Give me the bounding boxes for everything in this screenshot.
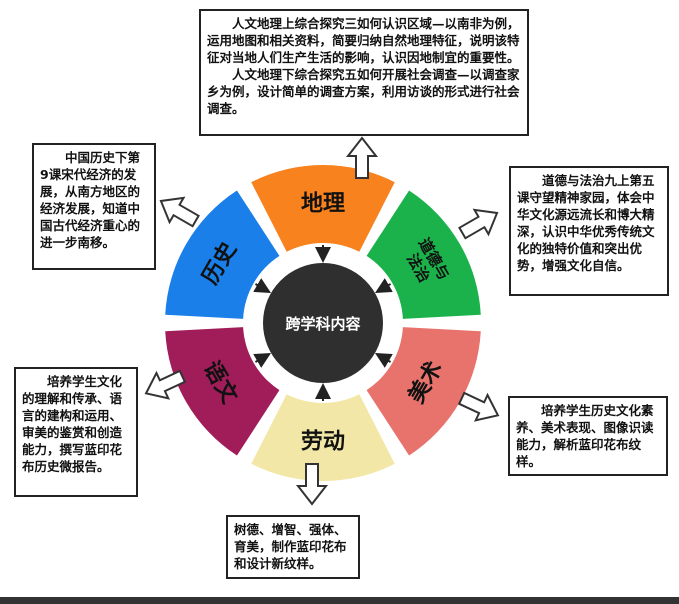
segment-label-geography: 地理 bbox=[301, 192, 345, 217]
labor-text: 树德、增智、强体、育美，制作蓝印花布和设计新纹样。 bbox=[234, 522, 347, 571]
segment-history bbox=[165, 190, 280, 319]
segment-geography bbox=[251, 165, 395, 252]
dashed-arrow-chinese bbox=[253, 353, 272, 368]
outward-arrow-ethics bbox=[458, 208, 499, 240]
outward-arrow-chinese bbox=[144, 369, 187, 400]
dashed-arrow-history bbox=[253, 278, 272, 293]
geography-text-2: 人文地理下综合探究五如何开展社会调查—以调查家乡为例，设计简单的调查方案，利用访… bbox=[207, 67, 520, 116]
segment-labor bbox=[251, 394, 395, 481]
geography-box: 人文地理上综合探究三如何认识区域—以南非为例，运用地图和相关资料，简要归纳自然地… bbox=[199, 9, 529, 136]
bottom-border bbox=[0, 597, 679, 604]
dashed-arrow-ethics bbox=[374, 278, 393, 293]
history-box: 中国历史下第9课宋代经济的发展，从南方地区的经济发展，知道中国古代经济重心的进一… bbox=[32, 143, 156, 270]
outward-arrow-labor bbox=[295, 463, 329, 506]
outward-arrow-art bbox=[457, 391, 500, 422]
segment-art bbox=[366, 327, 481, 456]
history-text: 中国历史下第9课宋代经济的发展，从南方地区的经济发展，知道中国古代经济重心的进一… bbox=[40, 150, 141, 250]
outward-arrow-geography bbox=[345, 136, 379, 179]
chinese-text: 培养学生文化的理解和传承、语言的建构和运用、审美的鉴赏和创造能力，撰写蓝印花布历… bbox=[22, 374, 123, 474]
ethics-text: 道德与法治九上第五课守望精神家园，体会中华文化源远流长和博大精深，认识中华优秀传… bbox=[517, 173, 655, 273]
labor-box: 树德、增智、强体、育美，制作蓝印花布和设计新纹样。 bbox=[226, 515, 360, 579]
segment-ethics bbox=[366, 190, 481, 319]
center-label: 跨学科内容 bbox=[285, 315, 360, 333]
dashed-arrow-art bbox=[374, 353, 393, 368]
chinese-box: 培养学生文化的理解和传承、语言的建构和运用、审美的鉴赏和创造能力，撰写蓝印花布历… bbox=[14, 367, 138, 497]
art-box: 培养学生历史文化素养、美术表现、图像识读能力，解析蓝印花布纹样。 bbox=[508, 396, 668, 476]
geography-text-1: 人文地理上综合探究三如何认识区域—以南非为例，运用地图和相关资料，简要归纳自然地… bbox=[207, 16, 520, 65]
art-text: 培养学生历史文化素养、美术表现、图像识读能力，解析蓝印花布纹样。 bbox=[516, 403, 654, 469]
segment-label-labor: 劳动 bbox=[301, 429, 345, 455]
outward-arrow-history bbox=[159, 196, 200, 228]
center-circle bbox=[263, 263, 383, 383]
segment-chinese bbox=[165, 327, 280, 456]
ethics-box: 道德与法治九上第五课守望精神家园，体会中华文化源远流长和博大精深，认识中华优秀传… bbox=[509, 166, 669, 296]
